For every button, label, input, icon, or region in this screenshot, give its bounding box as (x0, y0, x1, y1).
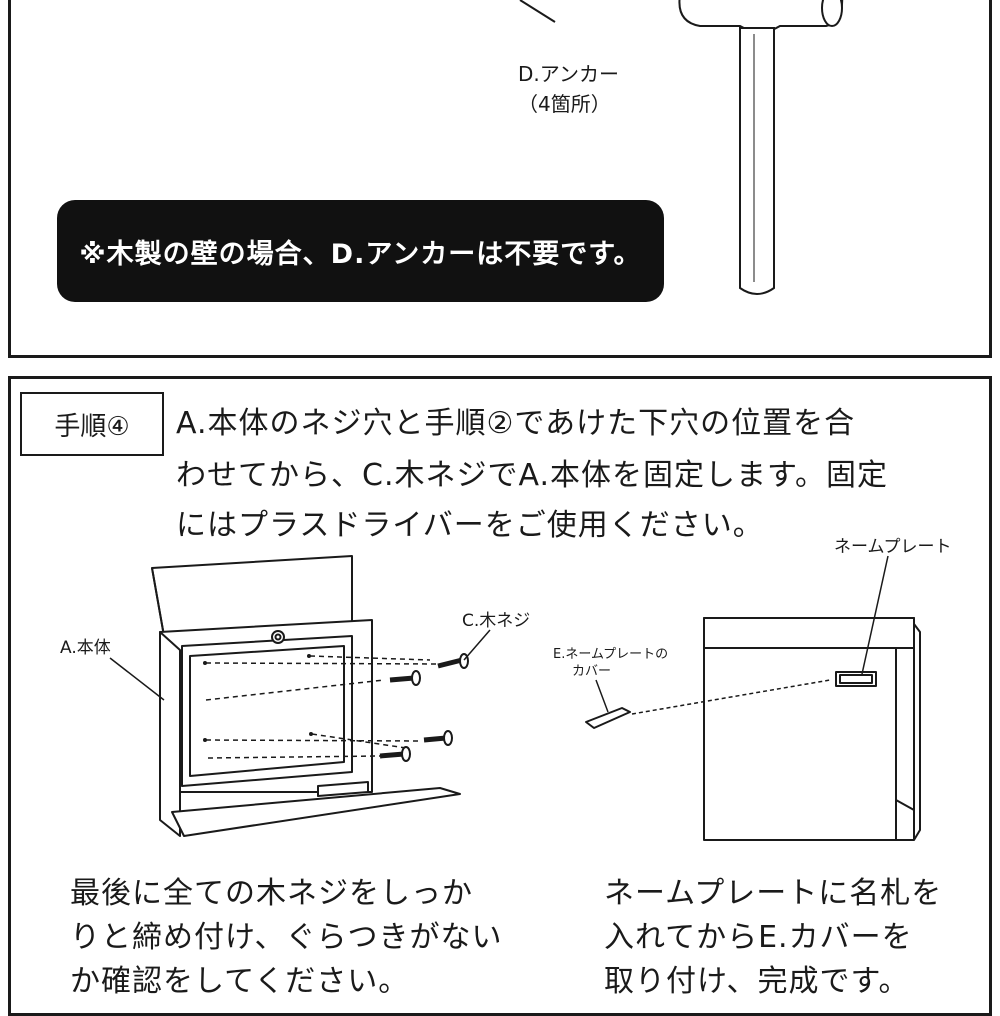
top-panel (8, 0, 992, 358)
label-body: A.本体 (60, 638, 111, 658)
anchor-label: D.アンカー (518, 62, 619, 86)
caption-right-line-3: 取り付け、完成です。 (604, 964, 910, 999)
screw-group (379, 653, 469, 762)
label-nameplate-cover-2: カバー (572, 664, 612, 679)
caption-right-line-1: ネームプレートに名札を (604, 876, 943, 911)
label-wood-screw: C.木ネジ (462, 611, 531, 631)
step-label: 手順④ (20, 392, 164, 456)
caption-left-line-3: か確認をしてください。 (70, 964, 410, 999)
label-nameplate-cover-1: E.ネームプレートの (553, 647, 669, 662)
caption-left-line-1: 最後に全ての木ネジをしっか (70, 876, 473, 911)
caption-right-line-2: 入れてからE.カバーを (604, 920, 913, 955)
wood-wall-note: ※木製の壁の場合、D.アンカーは不要です。 (57, 200, 664, 302)
anchor-count: （4箇所） (518, 92, 611, 116)
caption-left-line-2: りと締め付け、ぐらつきがない (70, 920, 503, 955)
instruction-line-2: わせてから、C.木ネジでA.本体を固定します。固定 (176, 458, 889, 493)
instruction-line-1: A.本体のネジ穴と手順②であけた下穴の位置を合 (176, 406, 856, 441)
step-label-text: 手順④ (54, 411, 130, 442)
wood-wall-note-text: ※木製の壁の場合、D.アンカーは不要です。 (79, 238, 642, 270)
label-nameplate: ネームプレート (834, 537, 952, 557)
instruction-line-3: にはプラスドライバーをご使用ください。 (176, 508, 764, 543)
